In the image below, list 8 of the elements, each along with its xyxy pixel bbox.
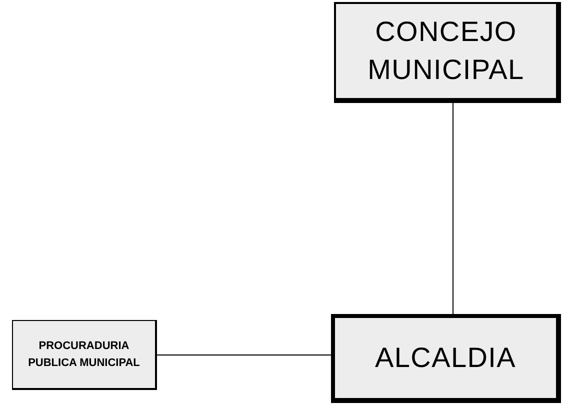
org-box: [334, 2, 561, 103]
connector-line: [157, 354, 331, 356]
org-box: [12, 320, 157, 390]
org-box: [331, 314, 561, 403]
connector-line: [452, 103, 454, 314]
box-title: PROCURADURIA PUBLICA MUNICIPAL: [27, 338, 141, 370]
box-title: CONCEJO MUNICIPAL: [366, 15, 526, 87]
box-title: ALCALDIA: [374, 341, 517, 375]
